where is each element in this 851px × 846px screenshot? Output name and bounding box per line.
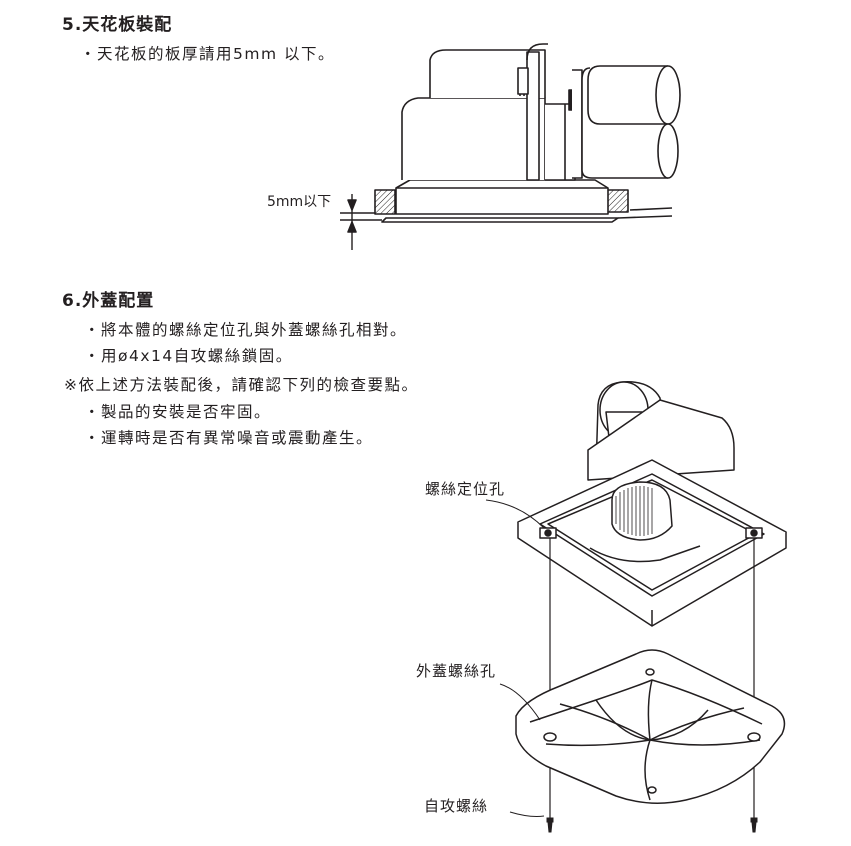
label-screw-locating-hole: 螺絲定位孔 — [425, 480, 506, 498]
check-item-2: ・運轉時是否有異常噪音或震動產生。 — [84, 429, 374, 447]
screw-head-right — [750, 817, 758, 823]
section6-bullet-2: ・用ø4x14自攻螺絲鎖固。 — [84, 347, 293, 365]
section6-heading: 6.外蓋配置 — [62, 291, 155, 311]
label-tapping-screw: 自攻螺絲 — [424, 797, 489, 815]
check-item-1: ・製品的安裝是否牢固。 — [84, 403, 272, 421]
ceiling-line-right — [617, 215, 673, 219]
screw-head-left — [546, 817, 554, 823]
section5-bullet: ・天花板的板厚請用5mm 以下。 — [80, 45, 335, 63]
check-note: ※依上述方法裝配後，請確認下列的檢查要點。 — [64, 376, 419, 394]
ceiling-section-left — [374, 189, 396, 215]
ceiling-section-right — [605, 189, 629, 213]
ceiling-thickness-label: 5mm以下 — [267, 194, 332, 210]
section5-heading: 5.天花板裝配 — [62, 15, 173, 35]
section6-bullet-1: ・將本體的螺絲定位孔與外蓋螺絲孔相對。 — [84, 321, 408, 339]
label-cover-screw-hole: 外蓋螺絲孔 — [416, 662, 497, 680]
